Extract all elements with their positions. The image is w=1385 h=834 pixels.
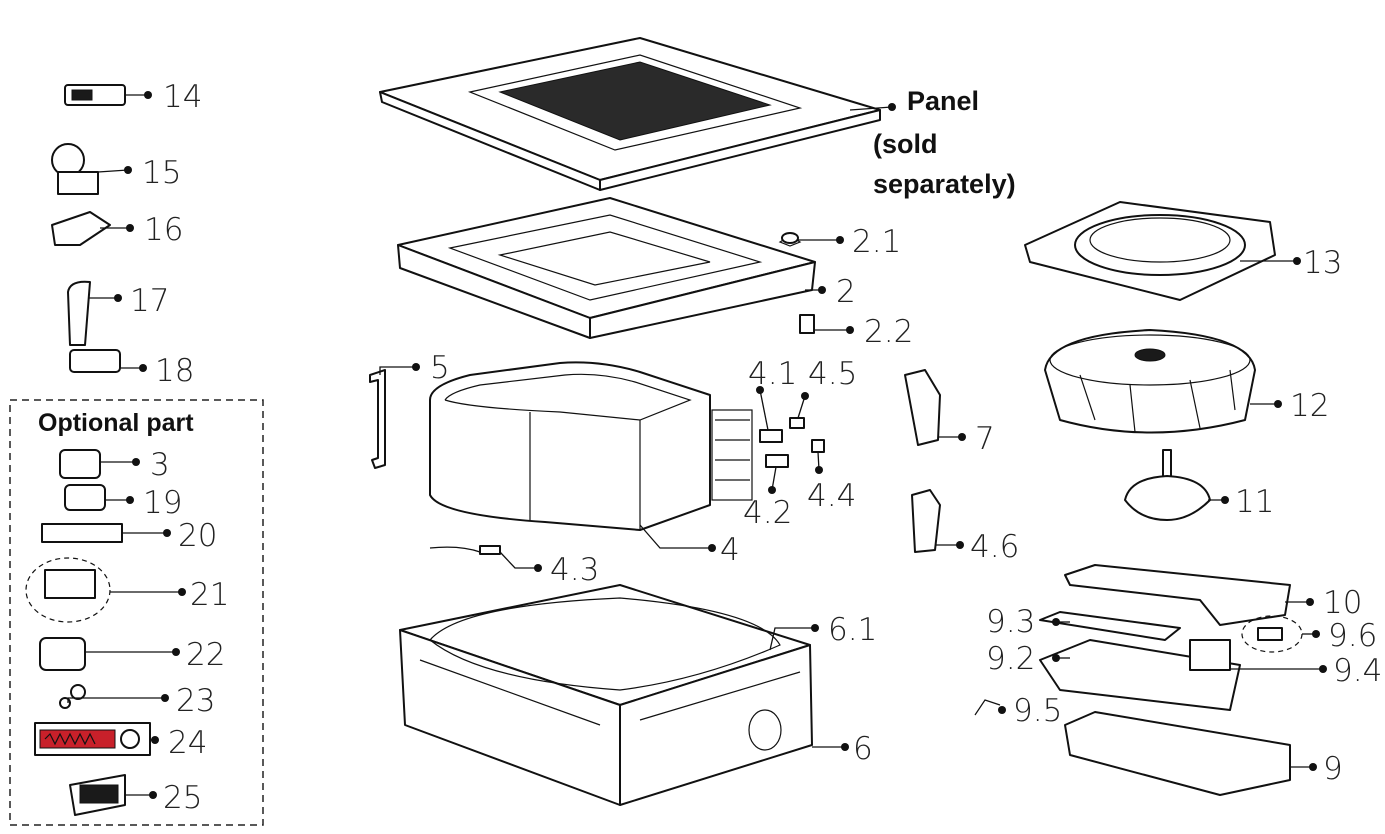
motor-part-11 <box>1124 449 1211 521</box>
callout-12: 12 <box>1290 388 1329 424</box>
callout-6-1: 6.1 <box>828 612 877 648</box>
callout-2: 2 <box>836 274 856 310</box>
frame-part-2 <box>397 197 816 339</box>
callout-9-4: 9.4 <box>1333 653 1382 689</box>
panel-label: Panel <box>907 86 979 116</box>
callout-18: 18 <box>155 353 194 389</box>
callout-25: 25 <box>163 780 202 816</box>
callout-2-2: 2.2 <box>864 314 913 350</box>
callout-4-2: 4.2 <box>743 495 792 531</box>
callout-9-3: 9.3 <box>986 604 1035 640</box>
callout-4-4: 4.4 <box>807 478 856 514</box>
callout-2-1: 2.1 <box>852 224 901 260</box>
panel-label-sold: (sold <box>873 129 938 159</box>
base-part-6 <box>399 584 813 806</box>
callout-10: 10 <box>1323 585 1362 621</box>
callout-11: 11 <box>1235 484 1274 520</box>
callout-4-6: 4.6 <box>970 529 1019 565</box>
callout-19: 19 <box>143 485 182 521</box>
callout-22: 22 <box>186 637 225 673</box>
callout-3: 3 <box>150 447 170 483</box>
callout-14: 14 <box>163 79 202 115</box>
callout-21: 21 <box>190 577 229 613</box>
fan-part-12 <box>1044 329 1256 434</box>
callout-16: 16 <box>144 212 183 248</box>
callout-13: 13 <box>1303 245 1342 281</box>
callout-17: 17 <box>130 283 169 319</box>
callouts: 14 15 16 17 18 3 19 20 21 22 23 24 25 2.… <box>67 79 1382 816</box>
callout-7: 7 <box>975 421 995 457</box>
callout-4-5: 4.5 <box>808 356 857 392</box>
callout-20: 20 <box>178 518 217 554</box>
callout-6: 6 <box>853 731 873 767</box>
callout-4-3: 4.3 <box>550 552 599 588</box>
callout-9: 9 <box>1323 751 1343 787</box>
callout-23: 23 <box>176 683 215 719</box>
callout-9-2: 9.2 <box>986 641 1035 677</box>
callout-5: 5 <box>430 350 450 386</box>
callout-24: 24 <box>168 725 207 761</box>
panel-label-separately: separately) <box>873 169 1016 199</box>
optional-part-box <box>9 399 264 826</box>
callout-4: 4 <box>720 532 740 568</box>
callout-15: 15 <box>142 155 181 191</box>
callout-9-5: 9.5 <box>1013 693 1062 729</box>
callout-9-6: 9.6 <box>1328 618 1377 654</box>
panel-part <box>379 37 881 191</box>
fan-shroud-part-13 <box>1024 201 1276 301</box>
optional-part-title: Optional part <box>38 409 194 437</box>
callout-4-1: 4.1 <box>748 356 797 392</box>
coil-part-4 <box>429 361 753 531</box>
